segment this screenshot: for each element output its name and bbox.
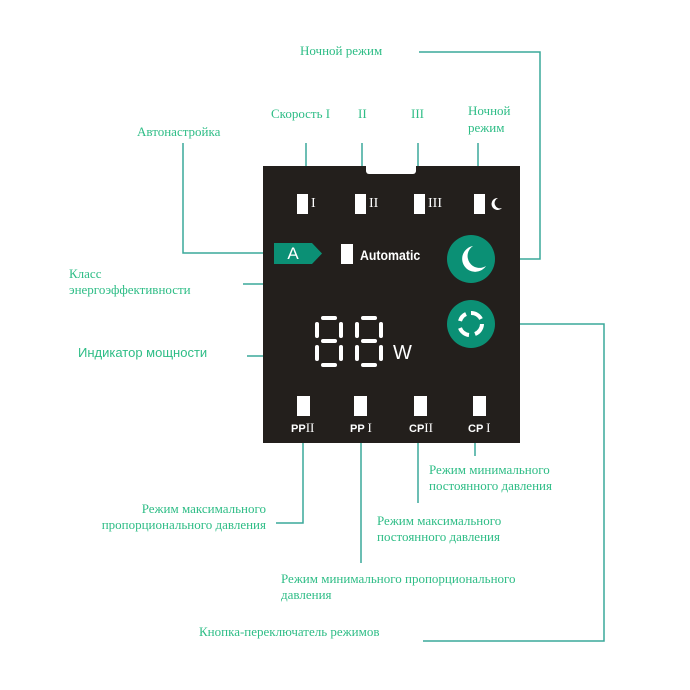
mode-cp2-label: CPII [409, 420, 433, 435]
callout-night-mode-top: Ночной режим [300, 43, 383, 58]
mode-pp2-indicator [297, 396, 310, 416]
callout-min-const-1: Режим минимального [429, 462, 550, 477]
digit-2 [355, 316, 383, 367]
energy-class-badge [274, 243, 322, 264]
panel-notch [366, 166, 416, 174]
line-max-prop [276, 424, 304, 524]
callout-speed-3: III [411, 106, 424, 121]
callout-speed-1: Скорость I [271, 106, 331, 121]
line-mode-switch [423, 323, 605, 642]
automatic-indicator [341, 244, 353, 264]
mode-cp1-indicator [473, 396, 486, 416]
moon-icon [462, 246, 486, 272]
night-indicator [474, 194, 485, 214]
callout-max-prop-2: пропорционального давления [101, 517, 266, 532]
digit-1 [315, 316, 343, 367]
speed-1-label: I [311, 196, 316, 211]
pump-control-panel: I II III A Automatic [263, 166, 520, 443]
callout-night-mode-1: Ночной [468, 103, 511, 118]
callout-power-indicator: Индикатор мощности [78, 345, 208, 360]
power-digits-display [315, 316, 383, 367]
callout-night-mode-2: режим [468, 120, 505, 135]
mode-switch-button[interactable] [447, 300, 495, 348]
callout-max-const-1: Режим максимального [377, 513, 502, 528]
line-auto-tuning [182, 143, 274, 254]
callout-max-prop-1: Режим максимального [141, 501, 266, 516]
callout-energy-class-2: энергоэффективности [69, 282, 191, 297]
callout-min-prop-2: давления [281, 587, 332, 602]
mode-pp1-indicator [354, 396, 367, 416]
cycle-arrows-icon [458, 311, 484, 337]
power-unit: W [393, 342, 412, 364]
energy-class-letter: A [287, 244, 299, 263]
speed-2-indicator [355, 194, 366, 214]
mode-cp2-indicator [414, 396, 427, 416]
speed-3-indicator [414, 194, 425, 214]
crescent-moon-icon [491, 197, 502, 210]
speed-1-indicator [297, 194, 308, 214]
callout-energy-class-1: Класс [69, 266, 102, 281]
callout-auto-tuning: Автонастройка [137, 124, 221, 139]
mode-cp1-label: CP I [468, 420, 491, 435]
mode-pp1-label: PP I [350, 420, 372, 435]
callout-max-const-2: постоянного давления [377, 529, 500, 544]
automatic-label: Automatic [360, 247, 421, 263]
night-mode-button[interactable] [447, 235, 495, 283]
speed-2-label: II [369, 196, 379, 211]
callout-min-const-2: постоянного давления [429, 478, 552, 493]
mode-pp2-label: PPII [291, 420, 315, 435]
callout-mode-switch: Кнопка-переключатель режимов [199, 624, 380, 639]
speed-3-label: III [428, 196, 442, 211]
callout-min-prop-1: Режим минимального пропорционального [281, 571, 516, 586]
callout-speed-2: II [358, 106, 367, 121]
